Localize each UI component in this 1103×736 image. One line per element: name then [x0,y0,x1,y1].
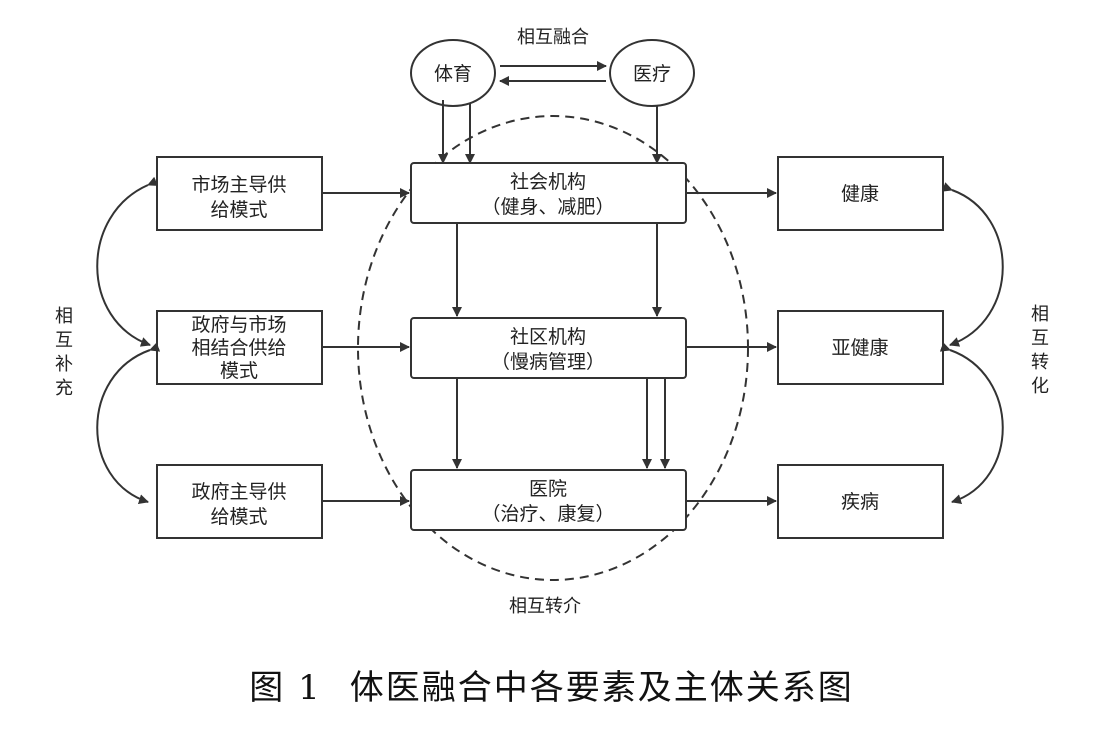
center-box-community-line1: 社区机构 [510,326,586,348]
center-box-community-line2: （慢病管理） [491,351,605,373]
center-box-social-line1: 社会机构 [510,171,586,193]
left-box-mixed: 政府与市场 相结合供给 模式 [156,310,323,385]
right-curve-top [941,182,1004,347]
relationship-diagram: 相互融合 体育 医疗 市场主导供 给模式 政府与市场 相结合供给 模式 政府主导… [55,27,1049,617]
left-box-market: 市场主导供 给模式 [156,156,323,231]
left-side-char-4: 充 [55,378,73,399]
right-box-disease-label: 疾病 [841,491,879,513]
center-box-social: 社会机构 （健身、减肥） [410,162,687,224]
medical-node: 医疗 [609,39,695,107]
right-box-healthy-label: 健康 [841,183,879,205]
center-box-hospital-line1: 医院 [529,478,567,500]
right-curve-bottom [939,342,1004,504]
left-curve-bottom [96,342,161,504]
center-box-community: 社区机构 （慢病管理） [410,317,687,379]
left-box-government: 政府主导供 给模式 [156,464,323,539]
left-side-char-3: 补 [55,354,73,375]
right-side-char-4: 化 [1031,376,1049,397]
left-curve-top [96,176,159,347]
center-box-hospital: 医院 （治疗、康复） [410,469,687,531]
right-side-char-1: 相 [1031,304,1049,325]
left-side-char-2: 互 [55,330,73,351]
sports-node: 体育 [410,39,496,107]
right-side-char-2: 互 [1031,328,1049,349]
mutual-fusion-label: 相互融合 [517,27,589,48]
left-box-government-line1: 政府主导供 [191,481,286,503]
mutual-referral-label: 相互转介 [509,596,581,617]
left-box-market-line2: 给模式 [210,199,267,221]
right-side-char-3: 转 [1031,352,1049,373]
right-box-healthy: 健康 [777,156,944,231]
right-box-subhealthy-label: 亚健康 [831,337,888,359]
center-box-social-line2: （健身、减肥） [481,196,614,218]
left-box-mixed-line2: 相结合供给 [191,337,286,359]
left-box-market-line1: 市场主导供 [191,174,286,196]
figure-number: 图 1 [249,668,322,708]
left-box-mixed-line3: 模式 [220,360,258,382]
mutual-transformation-label: 相 互 转 化 [1031,304,1049,397]
right-box-subhealthy: 亚健康 [777,310,944,385]
left-box-government-line2: 给模式 [210,506,267,528]
figure-title: 体医融合中各要素及主体关系图 [349,668,854,708]
figure-caption: 图 1 体医融合中各要素及主体关系图 [0,660,1103,709]
right-box-disease: 疾病 [777,464,944,539]
center-box-hospital-line2: （治疗、康复） [481,503,614,525]
medical-label: 医疗 [633,63,671,85]
sports-label: 体育 [434,63,472,85]
mutual-supplement-label: 相 互 补 充 [55,306,73,399]
left-side-char-1: 相 [55,306,73,327]
left-box-mixed-line1: 政府与市场 [191,314,286,336]
